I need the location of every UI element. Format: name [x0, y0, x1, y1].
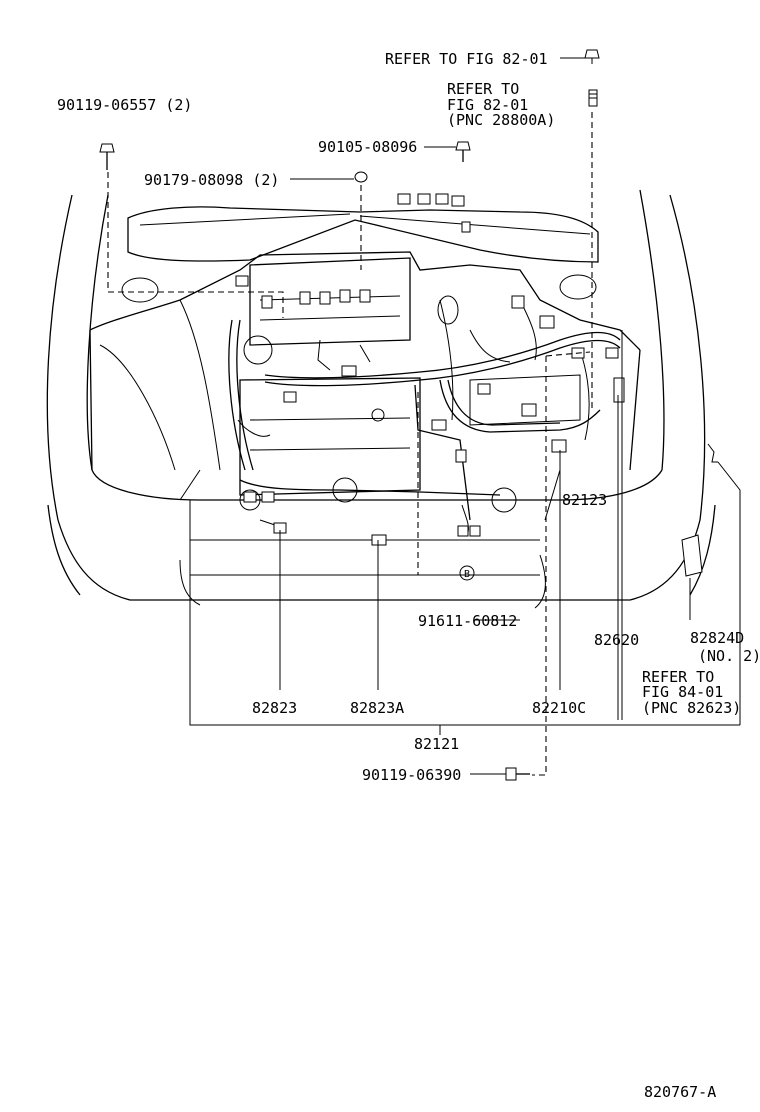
label-refer-to-a: REFER TO — [447, 80, 519, 98]
dashed-leaders — [107, 112, 593, 776]
wire-harness — [228, 299, 621, 533]
label-82823a: 82823A — [350, 699, 404, 717]
clip-icon-82824d — [707, 443, 718, 463]
label-fig-84-01: FIG 84-01 — [642, 683, 723, 701]
label-91611-60812: 91611-60812 — [418, 612, 517, 630]
hood — [127, 206, 599, 263]
label-82620: 82620 — [594, 631, 639, 649]
nut-icon-top — [584, 49, 600, 64]
vehicle-body-outline — [46, 189, 716, 609]
solid-leaders — [189, 57, 741, 775]
relay-block-82824d — [681, 534, 703, 577]
label-82123: 82123 — [562, 491, 607, 509]
callout-b-circle — [459, 565, 475, 581]
label-90179-08098: 90179-08098 (2) — [144, 171, 279, 189]
part-labels: REFER TO FIG 82-01 REFER TO FIG 82-01 (P… — [57, 50, 760, 1101]
label-82121: 82121 — [414, 735, 459, 753]
fasteners — [99, 49, 718, 781]
bolt-icon-pnc-28800a — [588, 89, 598, 107]
label-82210c: 82210C — [532, 699, 586, 717]
label-fig-82-01: FIG 82-01 — [447, 96, 528, 114]
label-pnc-28800a: (PNC 28800A) — [447, 111, 555, 129]
label-pnc-82623: (PNC 82623) — [642, 699, 741, 717]
label-refer-fig-82-01: REFER TO FIG 82-01 — [385, 50, 548, 68]
clip-icon-90179-08098 — [354, 171, 368, 183]
figure-code: 820767-A — [644, 1083, 716, 1101]
bolt-icon-90119-06390 — [505, 767, 530, 781]
label-90105-08096: 90105-08096 — [318, 138, 417, 156]
bolt-icon-90119-06557 — [99, 143, 115, 170]
label-90119-06557: 90119-06557 (2) — [57, 96, 192, 114]
bolt-icon-90105-08096 — [455, 141, 471, 162]
label-90119-06390: 90119-06390 — [362, 766, 461, 784]
label-refer-to-b: REFER TO — [642, 668, 714, 686]
label-82823: 82823 — [252, 699, 297, 717]
label-no-2: (NO. 2) — [698, 647, 760, 665]
label-callout-b: B — [464, 569, 470, 580]
label-82824d: 82824D — [690, 629, 744, 647]
